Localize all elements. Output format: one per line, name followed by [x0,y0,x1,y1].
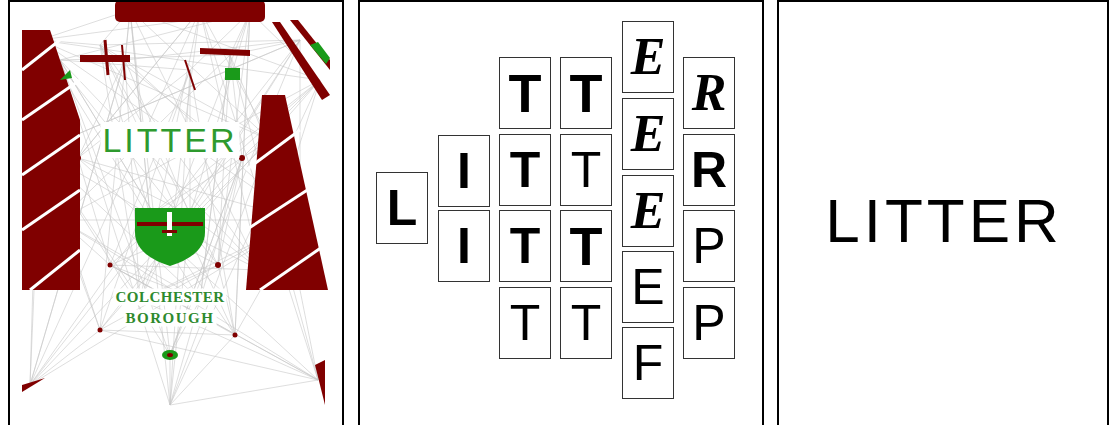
letter-candidate: T [509,66,542,120]
letter-candidate-box: F [622,327,674,399]
letter-candidate-box: T [499,57,551,129]
graph-edge [218,158,242,265]
letter-candidate-box: E [622,21,674,93]
letter-candidate: T [510,221,541,271]
letter-candidate-box: I [438,135,490,207]
panel-frame [9,1,1108,425]
letter-candidate: E [631,262,664,312]
sign-text: BOROUGH [124,310,217,327]
graph-edge [100,45,235,335]
graph-edge [100,40,300,45]
letter-candidate-box: T [560,287,612,359]
letter-candidate: T [570,219,603,273]
graph-edge [170,355,171,405]
graph-edge [125,60,140,300]
recognized-word: LITTER [823,189,1065,253]
letter-candidate-box: T [560,134,612,206]
letter-candidate-box: I [438,210,490,282]
letter-candidate-box: T [560,210,612,282]
graph-edge [78,158,110,265]
letter-candidate-box: T [499,134,551,206]
letter-candidate-box: P [683,210,735,282]
segmentation-illustration [22,0,330,405]
letter-candidate-box: E [622,251,674,323]
graph-edge [125,40,300,60]
letter-candidate-box: T [499,287,551,359]
letter-candidate: T [510,145,541,195]
graph-edge [100,330,235,335]
letter-candidate: P [692,221,725,271]
graph-edge [100,330,318,380]
graph-edge [170,300,200,355]
letter-candidate-box: R [683,134,735,206]
letter-candidate: T [510,298,541,348]
letter-candidate: E [631,108,666,160]
letter-candidate-box: E [622,175,674,247]
letter-candidate: I [457,146,471,196]
letter-candidate-box: R [683,57,735,129]
graph-edge [200,158,242,300]
graph-edge [110,265,260,270]
letter-candidate: T [571,145,602,195]
letter-candidate: R [691,145,727,195]
letter-candidate: T [570,66,603,120]
graph-edge [100,45,260,270]
letter-candidate: T [571,298,602,348]
letter-candidate-box: P [683,287,735,359]
graph-edge [170,380,318,405]
letter-candidate: L [387,183,418,233]
letter-candidate: R [692,67,727,119]
graph-edge [200,55,230,300]
letter-candidate: F [633,338,664,388]
graph-edge [190,12,250,215]
sign-text: LITTER [100,122,239,158]
letter-candidate-box: T [560,57,612,129]
graph-edge [30,330,100,385]
letter-candidate: E [631,185,666,237]
letter-candidate: E [631,31,666,83]
letter-candidate-box: E [622,98,674,170]
letter-candidate-box: T [499,210,551,282]
sign-text: COLCHESTER [113,289,226,306]
letter-candidate: P [692,298,725,348]
letter-candidate-box: L [376,172,428,244]
letter-candidate: I [457,221,471,271]
